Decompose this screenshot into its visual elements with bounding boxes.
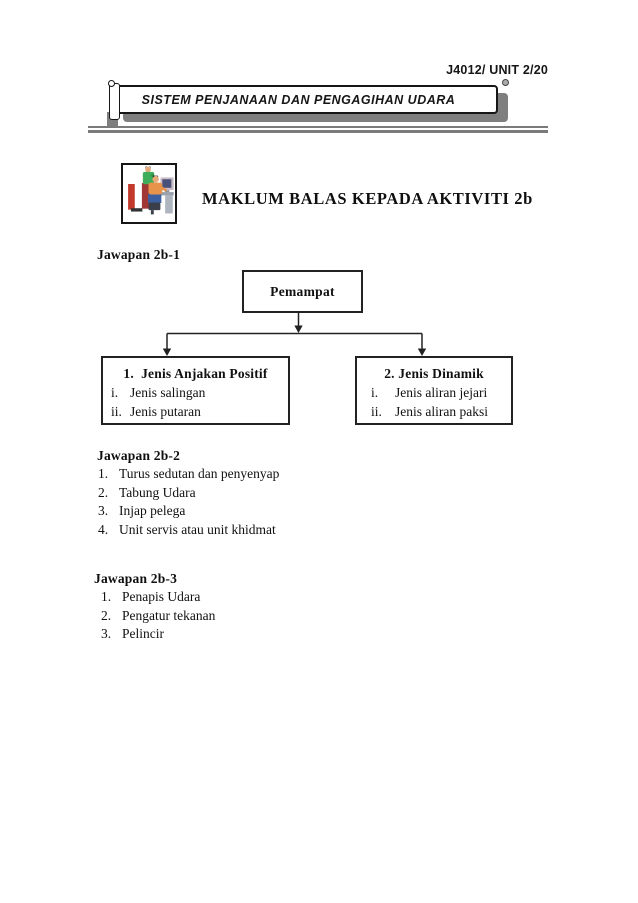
list-item: i. Jenis aliran jejari	[357, 383, 511, 402]
section-title: MAKLUM BALAS KEPADA AKTIVITI 2b	[202, 189, 533, 208]
list-text: Jenis putaran	[130, 404, 201, 419]
list-item: ii. Jenis aliran paksi	[357, 402, 511, 421]
list-marker: ii.	[371, 404, 382, 419]
list-text: Tabung Udara	[119, 484, 196, 500]
list-item: 2. Tabung Udara	[98, 484, 279, 503]
list-item: 2. Pengatur tekanan	[101, 607, 215, 626]
banner-knob	[108, 80, 115, 87]
list-text: Jenis aliran paksi	[395, 404, 488, 419]
jawapan-2b2-heading: Jawapan 2b-2	[97, 448, 181, 463]
list-marker: ii.	[111, 404, 122, 419]
jawapan-2b1-heading: Jawapan 2b-1	[97, 247, 181, 262]
list-item: ii. Jenis putaran	[103, 402, 288, 421]
list-marker: i.	[371, 385, 379, 400]
list-item: 3. Injap pelega	[98, 502, 279, 521]
list-number: 4.	[98, 521, 109, 537]
list-text: Jenis aliran jejari	[395, 385, 488, 400]
banner: SISTEM PENJANAAN DAN PENGAGIHAN UDARA	[115, 85, 498, 114]
banner-title: SISTEM PENJANAAN DAN PENGAGIHAN UDARA	[141, 92, 456, 107]
list-text: Jenis salingan	[130, 385, 206, 400]
list-item: 1. Turus sedutan dan penyenyap	[98, 465, 279, 484]
list-number: 3.	[101, 626, 112, 642]
flowchart-left-box: 1. Jenis Anjakan Positif i. Jenis saling…	[101, 356, 290, 425]
banner-curl	[109, 83, 120, 120]
clipart-box	[121, 163, 177, 224]
list-number: 2.	[101, 607, 112, 623]
list-text: Penapis Udara	[122, 589, 201, 604]
list-item: i. Jenis salingan	[103, 383, 288, 402]
list-item: 3. Pelincir	[101, 625, 215, 644]
list-item: 4. Unit servis atau unit khidmat	[98, 521, 279, 540]
banner-pin	[502, 79, 509, 86]
list-item: 1. Penapis Udara	[101, 588, 215, 607]
doc-ref: J4012/ UNIT 2/20	[446, 63, 548, 77]
flowchart-right-box: 2. Jenis Dinamik i. Jenis aliran jejari …	[355, 356, 513, 425]
list-text: Unit servis atau unit khidmat	[119, 521, 276, 537]
list-text: Pelincir	[122, 626, 164, 642]
flowchart-right-title: 2. Jenis Dinamik	[384, 366, 484, 381]
list-number: 2.	[98, 484, 109, 500]
divider-rule	[88, 126, 548, 133]
list-number: 1.	[101, 589, 112, 604]
list-text: Injap pelega	[119, 503, 186, 519]
flowchart-root-box: Pemampat	[242, 270, 363, 313]
flowchart-left-title: 1. Jenis Anjakan Positif	[123, 366, 268, 381]
list-number: 1.	[98, 466, 109, 481]
flowchart-root-label: Pemampat	[270, 283, 335, 299]
list-number: 3.	[98, 503, 109, 519]
answer-2b2-section: Jawapan 2b-2 1. Turus sedutan dan penyen…	[97, 446, 279, 539]
list-text: Turus sedutan dan penyenyap	[119, 466, 280, 481]
list-marker: i.	[111, 385, 119, 400]
jawapan-2b3-heading: Jawapan 2b-3	[94, 571, 178, 586]
people-at-computer-icon	[123, 165, 175, 222]
answer-2b3-section: Jawapan 2b-3 1. Penapis Udara 2. Pengatu…	[94, 569, 215, 644]
list-text: Pengatur tekanan	[122, 607, 216, 623]
